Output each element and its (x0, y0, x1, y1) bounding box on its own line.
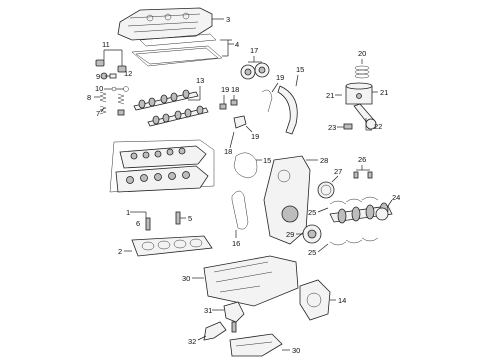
callout-13: 13 (196, 76, 204, 85)
callout-27: 27 (334, 167, 342, 176)
head-bolts (145, 211, 181, 231)
callout-19: 19 (221, 85, 229, 94)
callout-23: 23 (328, 123, 336, 132)
valve-cover (117, 7, 213, 41)
callout-14: 14 (338, 296, 346, 305)
callout-15b: 15 (263, 156, 271, 165)
callout-25b: 25 (308, 248, 316, 257)
callout-21: 21 (326, 91, 334, 100)
valve-springs (99, 91, 125, 115)
piston (345, 82, 373, 105)
callout-1: 1 (126, 208, 130, 217)
rear-seal-housing (299, 279, 331, 321)
callout-22: 22 (374, 122, 382, 131)
camshaft-upper (133, 89, 199, 111)
camshaft-lower (147, 105, 209, 127)
callout-30: 30 (182, 274, 190, 283)
callout-3: 3 (226, 15, 230, 24)
callout-24: 24 (392, 193, 400, 202)
callout-31: 31 (204, 306, 212, 315)
cylinder-head-box (109, 139, 215, 193)
piston-rings (354, 65, 370, 79)
callout-11: 11 (102, 40, 110, 49)
connecting-rod (353, 103, 377, 130)
callout-5: 5 (188, 214, 192, 223)
callout-25: 25 (308, 208, 316, 217)
callout-12: 12 (124, 69, 132, 78)
callout-10: 10 (95, 84, 103, 93)
callout-6: 6 (136, 219, 140, 228)
callout-18: 18 (231, 85, 239, 94)
front-seal (317, 181, 335, 199)
callout-7: 7 (96, 109, 100, 118)
timing-chain-seal (233, 152, 258, 179)
bearing-cap-bolts (353, 171, 373, 179)
upper-oil-pan (203, 255, 299, 307)
callout-16: 16 (232, 239, 240, 248)
upper-bearings (329, 196, 379, 205)
timing-guide (261, 89, 273, 113)
callout-19b: 19 (276, 73, 284, 82)
timing-chain (231, 190, 249, 230)
valve-cover-gasket (131, 33, 223, 67)
head-gasket (131, 235, 213, 257)
cylinder-head (115, 145, 209, 193)
callout-18b: 18 (224, 147, 232, 156)
cam-phasers (240, 62, 270, 80)
callout-8: 8 (87, 93, 91, 102)
tensioner-bracket (233, 115, 247, 129)
callout-32: 32 (188, 337, 196, 346)
callout-2: 2 (118, 247, 122, 256)
oil-pickup-tube (203, 321, 227, 341)
lower-bearings (329, 237, 379, 246)
callout-20: 20 (358, 49, 366, 58)
timing-cover (263, 155, 311, 245)
callout-28: 28 (320, 156, 328, 165)
callout-17: 17 (250, 46, 258, 55)
harmonic-balancer (302, 224, 322, 244)
oil-pump (223, 301, 245, 333)
callout-15: 15 (296, 65, 304, 74)
callout-26: 26 (358, 155, 366, 164)
chain-guide (277, 85, 298, 135)
callout-21b: 21 (380, 88, 388, 97)
callout-4: 4 (235, 40, 239, 49)
callout-9: 9 (96, 72, 100, 81)
lower-oil-pan (229, 333, 283, 357)
callout-19c: 19 (251, 132, 259, 141)
callout-29: 29 (286, 230, 294, 239)
callout-30b: 30 (292, 346, 300, 355)
crankshaft (329, 202, 393, 224)
